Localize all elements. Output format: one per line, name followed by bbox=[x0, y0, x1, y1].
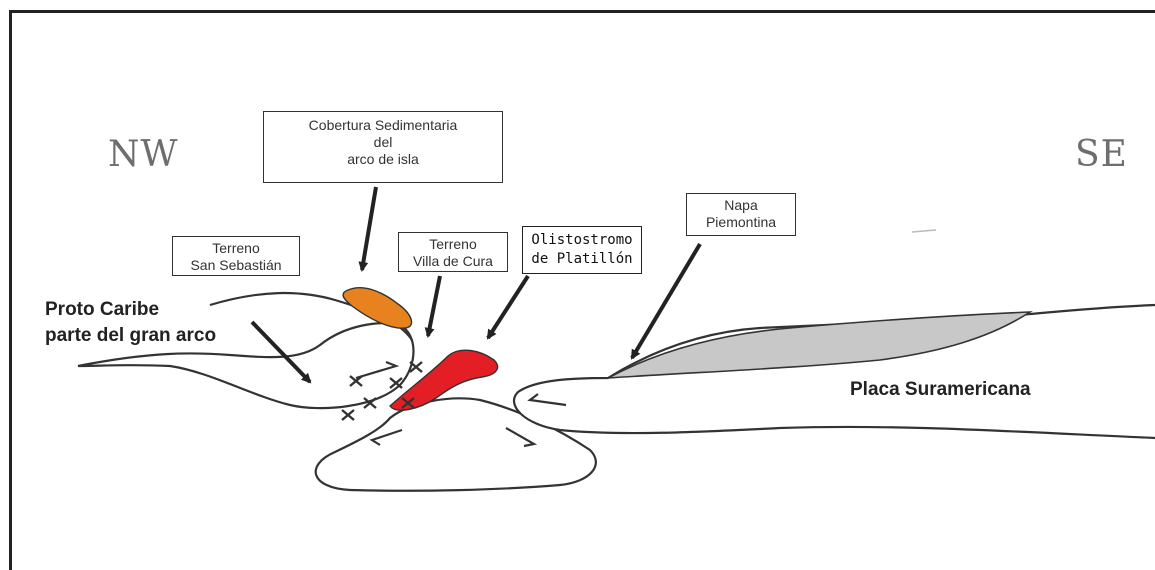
proto-caribe-label: Proto Caribe parte del gran arco bbox=[45, 297, 216, 349]
geology-drawing bbox=[0, 0, 1155, 554]
proto-caribe-line2: parte del gran arco bbox=[45, 323, 216, 349]
terreno-san-sebastian-label: Terreno San Sebastián bbox=[172, 236, 300, 276]
cross-section-diagram: NW SE Cobertura Sedimentaria del arco de… bbox=[0, 0, 1155, 554]
terreno-villa-de-cura-label: Terreno Villa de Cura bbox=[398, 232, 508, 272]
se-label: SE bbox=[1075, 137, 1128, 173]
placa-suramericana-label: Placa Suramericana bbox=[850, 377, 1031, 403]
proto-caribe-line1: Proto Caribe bbox=[45, 297, 216, 323]
napa-piemontina-label: Napa Piemontina bbox=[686, 193, 796, 236]
nw-label: NW bbox=[108, 137, 179, 173]
olistostromo-de-platillon-label: Olistostromo de Platillón bbox=[522, 226, 642, 274]
cobertura-sedimentaria-label: Cobertura Sedimentaria del arco de isla bbox=[263, 111, 503, 183]
faint-mark bbox=[912, 230, 936, 232]
cobertura-body bbox=[343, 288, 411, 329]
